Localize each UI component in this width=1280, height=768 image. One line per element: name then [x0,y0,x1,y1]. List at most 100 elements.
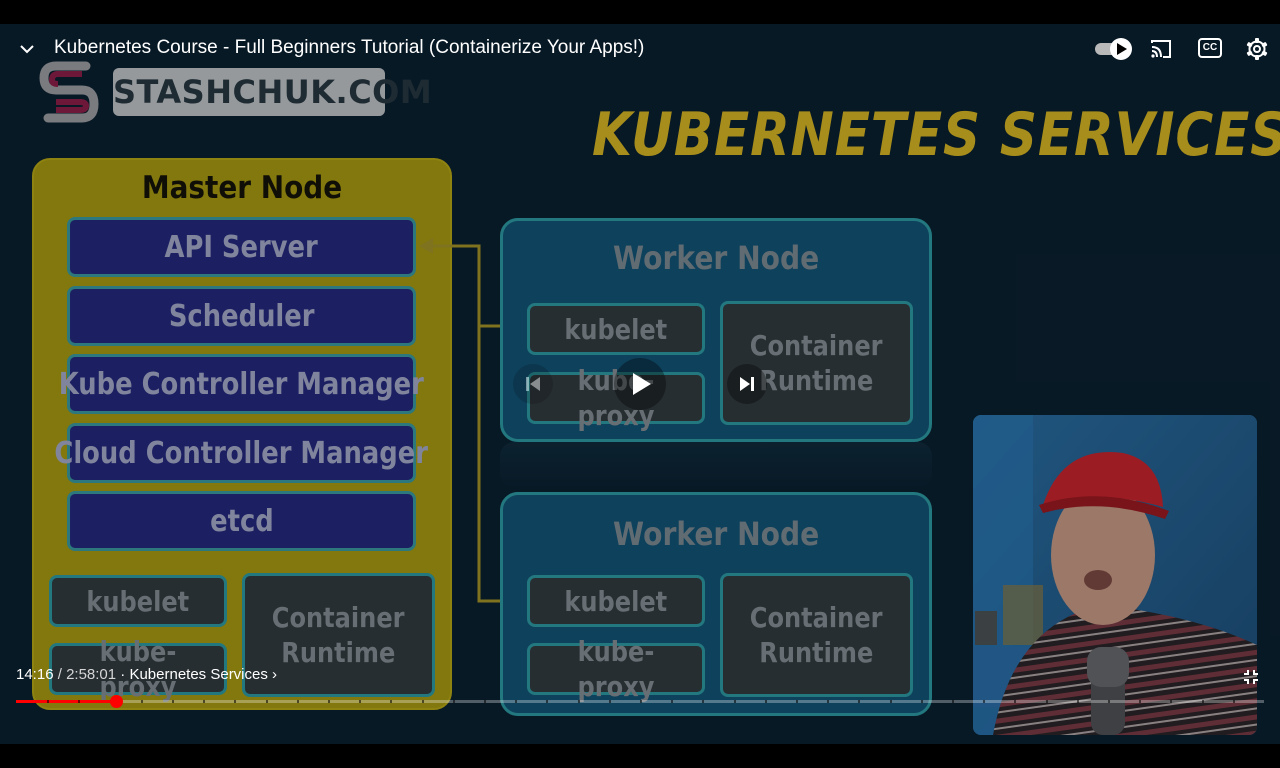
worker-node-1-title: Worker Node [612,239,820,277]
chapter-marker [921,700,923,703]
master-runtime-line1: Container [272,601,405,634]
kube-controller-manager-box: Kube Controller Manager [59,354,424,414]
chapter-chevron-icon[interactable]: › [272,666,278,683]
scheduler-label: Scheduler [168,298,315,334]
worker-2-container-runtime-box: Container Runtime [720,573,913,697]
time-display: 14:16 / 2:58:01 · Kubernetes Services › [16,666,277,683]
worker-1-kube-proxy-box: kube-proxy [527,364,705,432]
chapter-marker [1139,700,1141,703]
chapter-marker [515,700,517,703]
chapter-marker [1108,700,1110,703]
next-icon [740,377,754,391]
etcd-box: etcd [67,491,416,551]
worker-1-kube-proxy-label: kube-proxy [577,364,655,432]
worker-2-runtime-line2: Runtime [759,636,874,669]
chapter-title[interactable]: Kubernetes Services [129,666,268,683]
progress-bar[interactable] [16,700,1264,703]
chapter-marker [640,700,642,703]
worker-2-kubelet-box: kubelet [527,575,705,627]
chapter-marker [734,700,736,703]
master-kubelet-box: kubelet [49,575,227,627]
time-separator: / [53,666,67,683]
chapter-marker [983,700,985,703]
duration: 2:58:01 [66,666,117,683]
next-button[interactable] [727,364,767,404]
chapter-marker [359,700,361,703]
chapter-marker [172,700,174,703]
progress-played [16,700,117,703]
worker-2-kube-proxy-box: kube-proxy [527,635,705,703]
chapter-marker [328,700,330,703]
chapter-marker [422,700,424,703]
chapter-marker [858,700,860,703]
chapter-marker [453,700,455,703]
worker-1-kubelet-label: kubelet [564,312,668,346]
autoplay-toggle[interactable] [1095,37,1133,61]
chapter-marker [78,700,80,703]
chapter-marker [234,700,236,703]
previous-icon [526,377,540,391]
video-title[interactable]: Kubernetes Course - Full Beginners Tutor… [54,37,645,58]
chapter-marker [1170,700,1172,703]
chapter-marker [609,700,611,703]
chapter-marker [890,700,892,703]
autoplay-knob [1110,38,1132,60]
chapter-marker [390,700,392,703]
play-button[interactable] [614,358,666,410]
chapter-marker [1014,700,1016,703]
current-time: 14:16 [16,666,54,683]
worker-2-kube-proxy-label: kube-proxy [577,635,655,703]
chapter-marker [546,700,548,703]
chapter-marker [952,700,954,703]
chapter-marker [1046,700,1048,703]
presenter-webcam [973,415,1257,735]
worker-node-2-title: Worker Node [612,515,820,553]
worker-1-runtime-line2: Runtime [759,364,874,397]
chapter-marker [765,700,767,703]
chapter-marker [578,700,580,703]
master-node-title: Master Node [141,170,343,206]
chapter-marker [1202,700,1204,703]
presenter-image [973,415,1257,735]
master-kube-proxy-label: kube-proxy [99,635,177,703]
captions-icon[interactable]: CC [1198,38,1222,58]
player-top-bar: Kubernetes Course - Full Beginners Tutor… [0,24,1280,74]
worker-2-kubelet-label: kubelet [564,584,668,618]
chevron-down-icon[interactable] [14,36,40,62]
chapter-marker [484,700,486,703]
gear-icon[interactable] [1244,36,1270,62]
autoplay-play-icon [1117,43,1127,55]
worker-2-runtime-line1: Container [750,601,883,634]
master-runtime-line2: Runtime [281,636,396,669]
slide-title: KUBERNETES SERVICES [592,100,1280,170]
exit-fullscreen-icon[interactable] [1240,666,1262,688]
chapter-marker [1233,700,1235,703]
master-kube-proxy-box: kube-proxy [49,635,227,703]
worker-1-runtime-line1: Container [750,329,883,362]
etcd-label: etcd [209,503,274,539]
cast-icon[interactable] [1148,36,1174,62]
worker-1-kubelet-box: kubelet [527,303,705,355]
scheduler-box: Scheduler [67,286,416,346]
chapter-marker [266,700,268,703]
kube-controller-manager-label: Kube Controller Manager [58,366,425,402]
worker-node-reflection [500,442,932,488]
chapter-marker [796,700,798,703]
chapter-marker [827,700,829,703]
worker-1-container-runtime-box: Container Runtime [720,301,913,425]
progress-scrubber[interactable] [110,695,124,708]
chapter-marker [203,700,205,703]
logo-text: STASHCHUK.COM [113,68,432,116]
video-frame[interactable]: STASHCHUK.COM KUBERNETES SERVICES Master… [0,24,1280,744]
play-icon [633,373,651,395]
chapter-marker [297,700,299,703]
api-server-label: API Server [164,229,319,265]
cloud-controller-manager-box: Cloud Controller Manager [55,423,428,483]
master-container-runtime-box: Container Runtime [242,573,435,697]
chapter-marker [671,700,673,703]
cloud-controller-manager-label: Cloud Controller Manager [54,435,429,471]
chapter-marker [1077,700,1079,703]
chapter-separator: · [116,666,130,683]
api-server-box: API Server [67,217,416,277]
previous-button[interactable] [513,364,553,404]
